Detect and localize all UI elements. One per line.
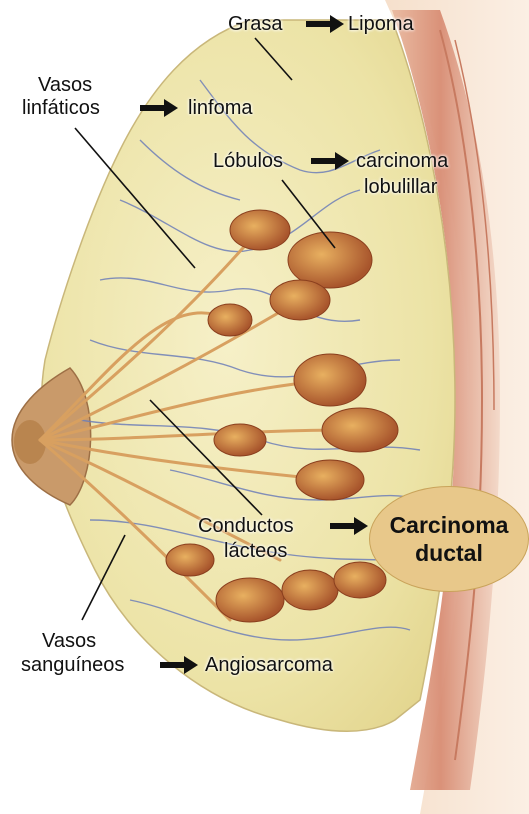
- arrow-right-icon: [160, 656, 198, 674]
- label-lobulos: Lóbulos: [213, 150, 283, 172]
- label-lipoma: Lipoma: [348, 13, 414, 35]
- arrow-right-icon: [311, 152, 349, 170]
- arrow-right-icon: [306, 15, 344, 33]
- label-angiosarcoma: Angiosarcoma: [205, 654, 333, 676]
- label-vasos-linfaticos-2: linfáticos: [22, 97, 100, 119]
- label-vasos-sanguineos-2: sanguíneos: [21, 654, 124, 676]
- label-carcinoma-ductal-2: ductal: [415, 539, 483, 567]
- label-carcinoma-ductal-1: Carcinoma: [390, 511, 509, 539]
- label-vasos-sanguineos-1: Vasos: [42, 630, 96, 652]
- arrow-right-icon: [330, 517, 368, 535]
- label-carcinoma-lobulillar-1: carcinoma: [356, 150, 448, 172]
- label-vasos-linfaticos-1: Vasos: [38, 74, 92, 96]
- label-carcinoma-lobulillar-2: lobulillar: [364, 176, 437, 198]
- label-grasa: Grasa: [228, 13, 282, 35]
- arrow-right-icon: [140, 99, 178, 117]
- label-linfoma: linfoma: [188, 97, 252, 119]
- carcinoma-ductal-highlight: Carcinoma ductal: [369, 486, 529, 592]
- label-conductos-2: lácteos: [224, 540, 287, 562]
- label-conductos-1: Conductos: [198, 515, 294, 537]
